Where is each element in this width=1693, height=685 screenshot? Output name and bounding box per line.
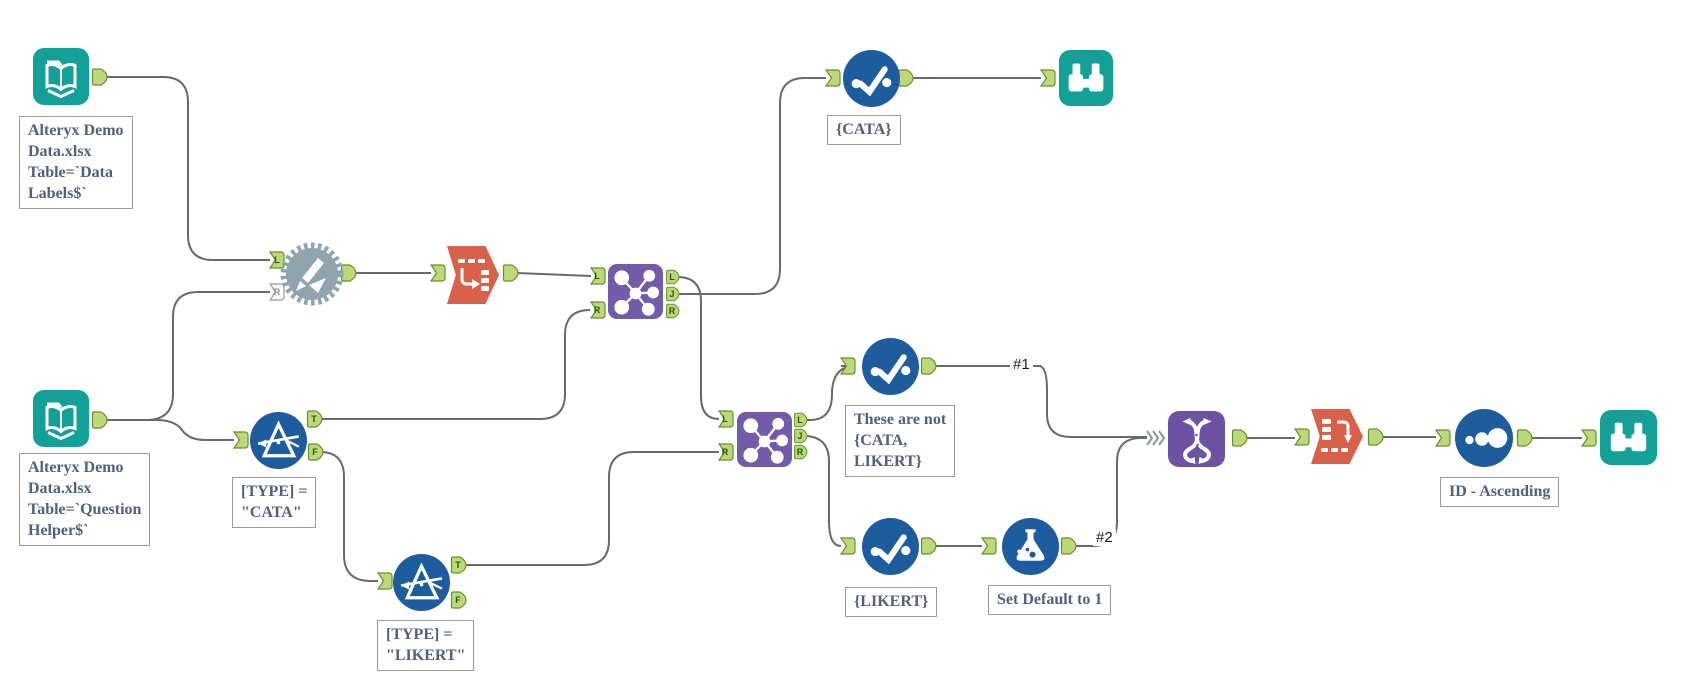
binoculars-icon — [1610, 422, 1647, 452]
tool-filter-cata[interactable] — [250, 412, 307, 469]
tool-filter-likert[interactable] — [393, 554, 450, 611]
tool-input-data-labels[interactable] — [33, 48, 89, 105]
wire-input2-to-rename-R[interactable] — [104, 291, 270, 421]
svg-text:R: R — [797, 447, 804, 457]
svg-text:F: F — [455, 595, 461, 605]
svg-text:T: T — [455, 560, 461, 570]
gear-pencil-icon — [280, 242, 344, 306]
wires — [104, 76, 1582, 582]
svg-text:L: L — [797, 415, 803, 425]
wire-label-2: #2 — [1093, 529, 1116, 546]
wire-filter-cata-T-to-join1-R[interactable] — [322, 309, 591, 420]
tool-formula[interactable] — [1002, 518, 1059, 575]
annotation-filter-cata[interactable]: [TYPE] = "CATA" — [232, 477, 317, 528]
binoculars-icon — [1068, 63, 1104, 92]
svg-text:J: J — [797, 431, 802, 441]
annotation-formula[interactable]: Set Default to 1 — [988, 585, 1112, 615]
svg-text:L: L — [669, 272, 675, 282]
select-check-icon — [870, 354, 911, 385]
anchors — [91, 68, 1597, 609]
join-icon — [614, 269, 660, 316]
tool-join-1[interactable] — [608, 264, 663, 319]
tool-sort[interactable] — [1455, 409, 1513, 467]
browse-end-input-anchor[interactable] — [1581, 429, 1597, 447]
svg-text:T: T — [311, 414, 317, 424]
formula-output-anchor[interactable] — [1060, 537, 1077, 555]
input2-output-anchor[interactable] — [91, 411, 108, 429]
crosstab-icon — [1321, 419, 1352, 452]
svg-text:L: L — [594, 271, 600, 281]
tool-select-likert[interactable] — [862, 518, 919, 575]
formula-input-anchor[interactable] — [981, 537, 997, 555]
book-icon — [45, 60, 77, 99]
svg-text:R: R — [594, 305, 601, 315]
book-icon — [45, 402, 77, 441]
annotation-select-cata[interactable]: {CATA} — [827, 115, 901, 145]
union-output-anchor[interactable] — [1231, 429, 1248, 447]
wire-label-1: #1 — [1010, 356, 1033, 373]
annotation-input-question-helper[interactable]: Alteryx Demo Data.xlsx Table=`Question H… — [19, 453, 151, 546]
flask-icon — [1016, 529, 1045, 561]
filter-likert-input-anchor[interactable] — [377, 572, 393, 590]
tool-dynamic-rename[interactable] — [278, 240, 346, 308]
select-not-output-anchor[interactable] — [920, 357, 937, 375]
wire-input2-to-filter-cata[interactable] — [104, 419, 234, 441]
input1-output-anchor[interactable] — [91, 68, 108, 86]
crosstab-output-anchor[interactable] — [1367, 428, 1384, 446]
union-multi-input-anchor[interactable] — [1146, 430, 1166, 446]
svg-text:R: R — [669, 306, 676, 316]
transpose-output-anchor[interactable] — [502, 264, 519, 282]
wire-input1-to-rename-L[interactable] — [104, 76, 270, 261]
select-cata-input-anchor[interactable] — [825, 69, 841, 87]
join-icon — [743, 417, 789, 464]
browse-top-input-anchor[interactable] — [1040, 69, 1056, 87]
select-check-icon — [851, 66, 892, 97]
svg-text:R: R — [274, 287, 281, 297]
annotation-select-not-cata-likert[interactable]: These are not {CATA, LIKERT} — [845, 405, 956, 477]
crosstab-input-anchor[interactable] — [1294, 428, 1310, 446]
tool-browse-end[interactable] — [1600, 410, 1657, 465]
tool-union[interactable] — [1168, 411, 1225, 467]
tool-input-question-helper[interactable] — [33, 390, 89, 447]
transpose-input-anchor[interactable] — [430, 264, 446, 282]
anchor-letters: L R L R L J R T F T F L R L J R — [274, 255, 804, 605]
tool-join-2[interactable] — [737, 412, 792, 467]
tool-select-cata[interactable] — [843, 50, 900, 107]
filter-cata-input-anchor[interactable] — [233, 431, 249, 449]
dna-union-icon — [1182, 418, 1212, 464]
svg-text:L: L — [722, 414, 728, 424]
tool-browse-top[interactable] — [1059, 50, 1113, 106]
wire-filter-likert-T-to-join2-R[interactable] — [463, 451, 719, 566]
annotation-input-data-labels[interactable]: Alteryx Demo Data.xlsx Table=`Data Label… — [19, 116, 133, 209]
sort-output-anchor[interactable] — [1516, 429, 1533, 447]
select-check-icon — [870, 534, 911, 565]
select-likert-input-anchor[interactable] — [840, 537, 856, 555]
filter-icon — [400, 562, 443, 600]
svg-text:F: F — [312, 447, 318, 457]
tool-select-not-cata-likert[interactable] — [862, 338, 919, 395]
wire-filter-cata-F-to-filter-likert[interactable] — [321, 451, 378, 582]
svg-text:J: J — [669, 289, 674, 299]
svg-text:L: L — [274, 255, 280, 265]
filter-icon — [257, 420, 300, 458]
annotation-sort[interactable]: ID - Ascending — [1440, 477, 1560, 507]
select-cata-output-anchor[interactable] — [897, 69, 914, 87]
transpose-icon — [458, 259, 489, 291]
annotation-filter-likert[interactable]: [TYPE] = "LIKERT" — [377, 620, 475, 671]
wire-select-not-to-union[interactable] — [933, 365, 1147, 438]
wire-join2-J-to-select-likert[interactable] — [806, 435, 842, 547]
wire-transpose-to-join1-L[interactable] — [516, 272, 592, 277]
annotation-select-likert[interactable]: {LIKERT} — [845, 587, 938, 617]
wire-join1-L-to-join2-L[interactable] — [678, 276, 720, 420]
select-likert-output-anchor[interactable] — [920, 537, 937, 555]
sort-input-anchor[interactable] — [1435, 429, 1451, 447]
svg-text:R: R — [722, 447, 729, 457]
wire-join1-J-to-select-cata[interactable] — [679, 77, 826, 295]
sort-dots-icon — [1465, 428, 1508, 448]
